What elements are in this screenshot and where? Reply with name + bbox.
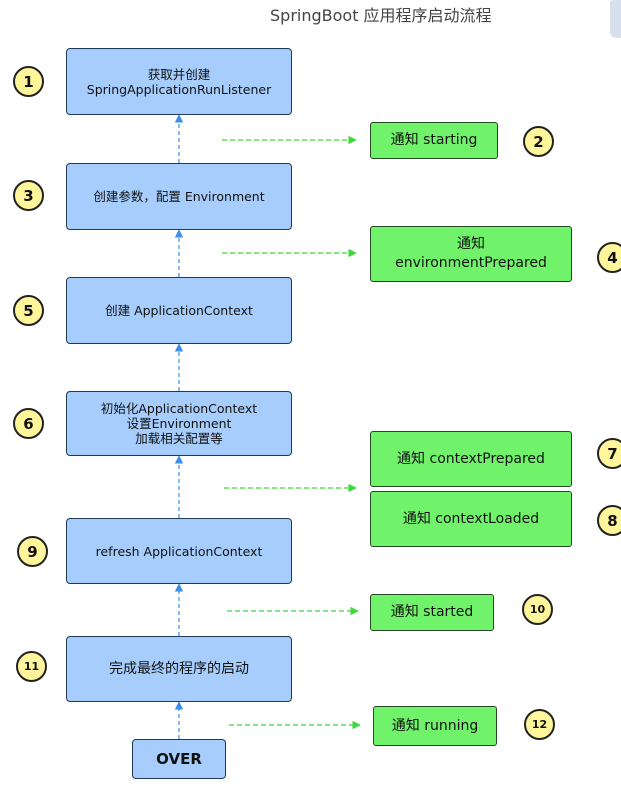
notice-line: 通知 contextPrepared xyxy=(397,450,545,467)
step-number-badge: 9 xyxy=(17,536,48,567)
step-number-badge: 2 xyxy=(523,126,554,157)
step-line: SpringApplicationRunListener xyxy=(86,81,272,97)
step-line: 初始化ApplicationContext xyxy=(100,401,258,416)
step-number-badge: 7 xyxy=(597,438,621,469)
diagram-title: SpringBoot 应用程序启动流程 xyxy=(270,6,492,25)
step-line: OVER xyxy=(156,749,202,768)
notice-context-loaded: 通知 contextLoaded xyxy=(370,491,572,547)
step-line: 创建参数，配置 Environment xyxy=(93,189,265,204)
corner-tab xyxy=(610,0,621,38)
step-number-badge: 3 xyxy=(13,180,44,211)
step-finish-startup: 完成最终的程序的启动 xyxy=(66,636,292,702)
step-refresh-application-context: refresh ApplicationContext xyxy=(66,518,292,584)
step-create-application-context: 创建 ApplicationContext xyxy=(66,277,292,344)
step-configure-environment: 创建参数，配置 Environment xyxy=(66,163,292,230)
step-number-badge: 6 xyxy=(13,408,44,439)
step-number-badge: 12 xyxy=(524,709,555,740)
notice-started: 通知 started xyxy=(370,594,494,631)
step-number-badge: 11 xyxy=(16,651,47,682)
notice-running: 通知 running xyxy=(373,706,497,746)
step-number-badge: 4 xyxy=(597,242,621,273)
notice-starting: 通知 starting xyxy=(370,122,498,159)
step-number-badge: 1 xyxy=(13,66,44,97)
step-line: 加载相关配置等 xyxy=(135,431,223,446)
step-line: 创建 ApplicationContext xyxy=(105,303,253,318)
step-over: OVER xyxy=(132,739,226,779)
step-number-badge: 10 xyxy=(522,594,553,625)
notice-line: 通知 starting xyxy=(390,132,478,148)
step-line: 获取并创建 xyxy=(147,66,211,82)
notice-context-prepared: 通知 contextPrepared xyxy=(370,431,572,487)
notice-environment-prepared: 通知 environmentPrepared xyxy=(370,226,572,282)
notice-line: 通知 xyxy=(457,236,485,252)
notice-line: 通知 running xyxy=(391,717,479,734)
notice-line: 通知 contextLoaded xyxy=(402,510,540,527)
notice-line: 通知 started xyxy=(390,604,474,620)
step-line: 设置Environment xyxy=(126,416,232,431)
step-number-badge: 8 xyxy=(597,505,621,536)
notice-line: environmentPrepared xyxy=(395,255,547,271)
step-line: refresh ApplicationContext xyxy=(95,543,263,559)
step-line: 完成最终的程序的启动 xyxy=(109,660,249,677)
step-number-badge: 5 xyxy=(13,295,44,326)
